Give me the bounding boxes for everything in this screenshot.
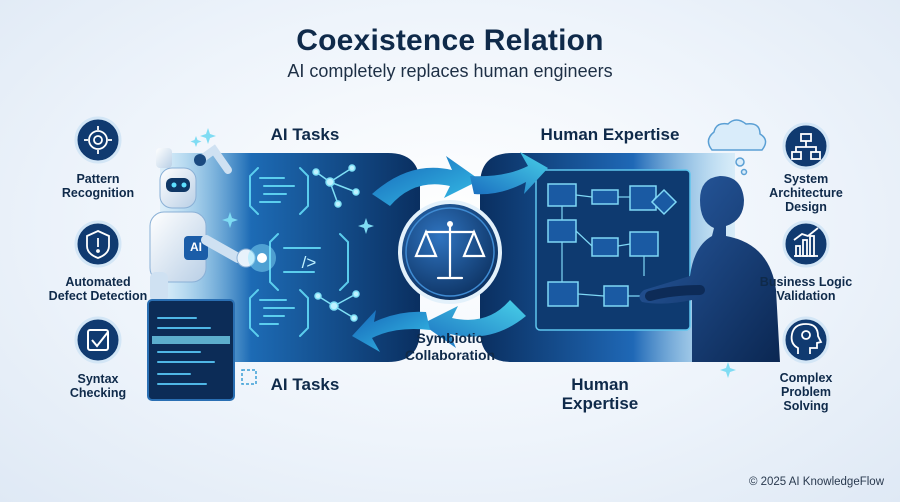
- target-gear-icon: [74, 116, 122, 164]
- page-subtitle: AI completely replaces human engineers: [287, 61, 613, 81]
- feature-pattern-recognition: Pattern Recognition: [61, 172, 135, 200]
- feature-system-architecture-design: System Architecture Design: [769, 172, 843, 214]
- ai-tasks-footer: AI Tasks: [270, 375, 340, 394]
- code-snippets: [249, 167, 349, 337]
- cycle-arrows-icon: [352, 152, 548, 352]
- code-prompt-symbol: />: [302, 253, 317, 272]
- balance-scale-icon: [398, 200, 502, 304]
- copyright-text: © 2025 AI KnowledgeFlow: [748, 476, 884, 488]
- robot-ai-badge: AI: [190, 240, 202, 254]
- ai-tasks-header: AI Tasks: [270, 125, 340, 144]
- feature-automated-defect-detection: Automated Defect Detection: [48, 275, 148, 303]
- page-title: Coexistence Relation: [296, 24, 604, 57]
- org-chart-icon: [782, 122, 830, 170]
- workflow-diagram: [535, 169, 691, 331]
- symbiotic-collaboration-label: Symbiotic Collaboration: [404, 330, 496, 363]
- bar-chart-icon: [782, 220, 830, 268]
- human-engineer-illustration: [639, 176, 780, 362]
- feature-complex-problem-solving: Complex Problem Solving: [779, 371, 833, 413]
- thought-cloud-icon: [707, 119, 767, 176]
- laptop-screen: [147, 299, 235, 401]
- feature-business-logic-validation: Business Logic Validation: [759, 275, 853, 303]
- scan-frame-icon: [241, 369, 257, 385]
- human-expertise-header: Human Expertise: [540, 125, 680, 144]
- network-graph-icon: [312, 164, 360, 322]
- shield-alert-icon: [74, 220, 122, 268]
- human-expertise-footer: Human Expertise: [561, 375, 639, 413]
- head-gear-icon: [782, 316, 830, 364]
- feature-syntax-checking: Syntax Checking: [69, 372, 127, 400]
- robot-illustration: [149, 144, 276, 302]
- checkbox-icon: [74, 316, 122, 364]
